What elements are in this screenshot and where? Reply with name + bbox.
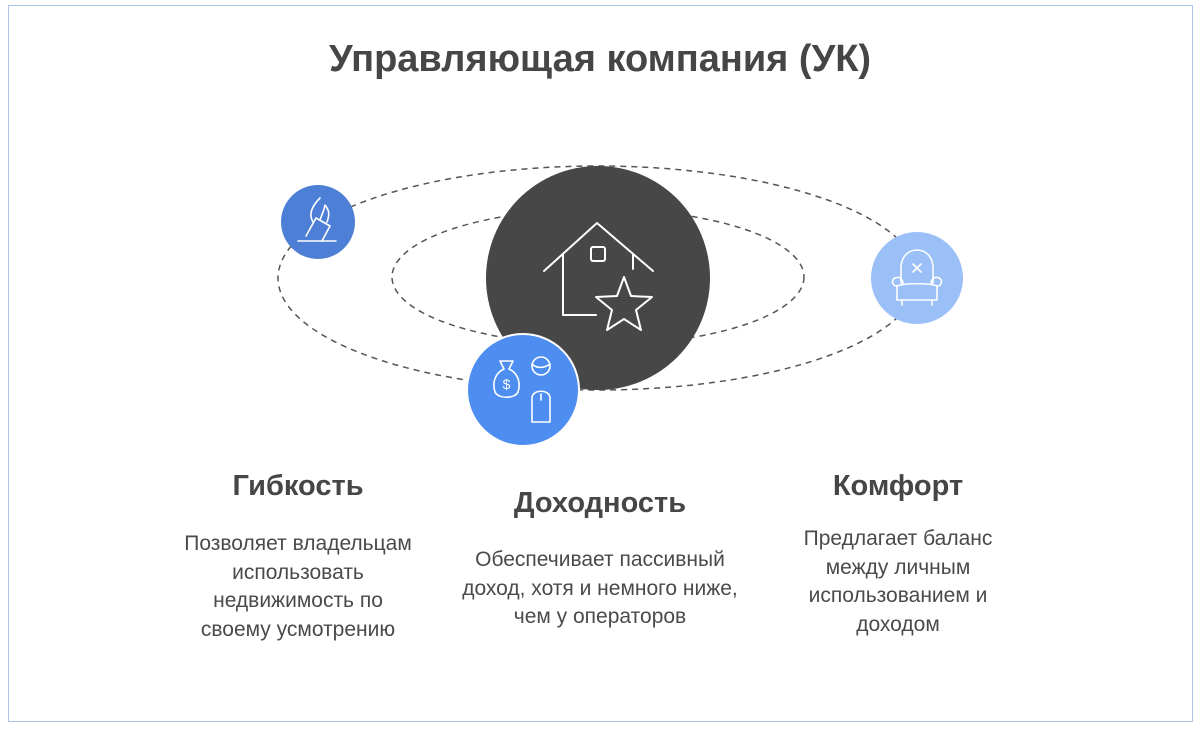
comfort-description: Предлагает баланс между личным использов… bbox=[803, 527, 993, 636]
svg-text:$: $ bbox=[503, 376, 511, 392]
diagram-title: Управляющая компания (УК) bbox=[328, 38, 872, 80]
comfort-block: Комфорт Предлагает баланс между личным и… bbox=[770, 470, 1026, 639]
income-description: Обеспечивает пассивный доход, хотя и нем… bbox=[462, 548, 738, 628]
income-node: $ bbox=[466, 333, 580, 447]
hand-card-icon bbox=[297, 197, 337, 242]
income-block: Доходность Обеспечивает пассивный доход,… bbox=[462, 487, 738, 632]
flexibility-node bbox=[281, 185, 355, 259]
income-heading: Доходность bbox=[513, 487, 687, 519]
flexibility-heading: Гибкость bbox=[232, 470, 364, 502]
comfort-node bbox=[871, 232, 963, 324]
money-bag-person-icon: $ bbox=[493, 356, 551, 423]
comfort-heading: Комфорт bbox=[832, 470, 964, 502]
flexibility-block: Гибкость Позволяет владельцам использова… bbox=[178, 470, 418, 644]
flexibility-description: Позволяет владельцам использовать недвиж… bbox=[184, 532, 412, 641]
center-node bbox=[486, 166, 710, 390]
armchair-icon bbox=[891, 249, 943, 306]
house-star-icon bbox=[543, 222, 654, 331]
